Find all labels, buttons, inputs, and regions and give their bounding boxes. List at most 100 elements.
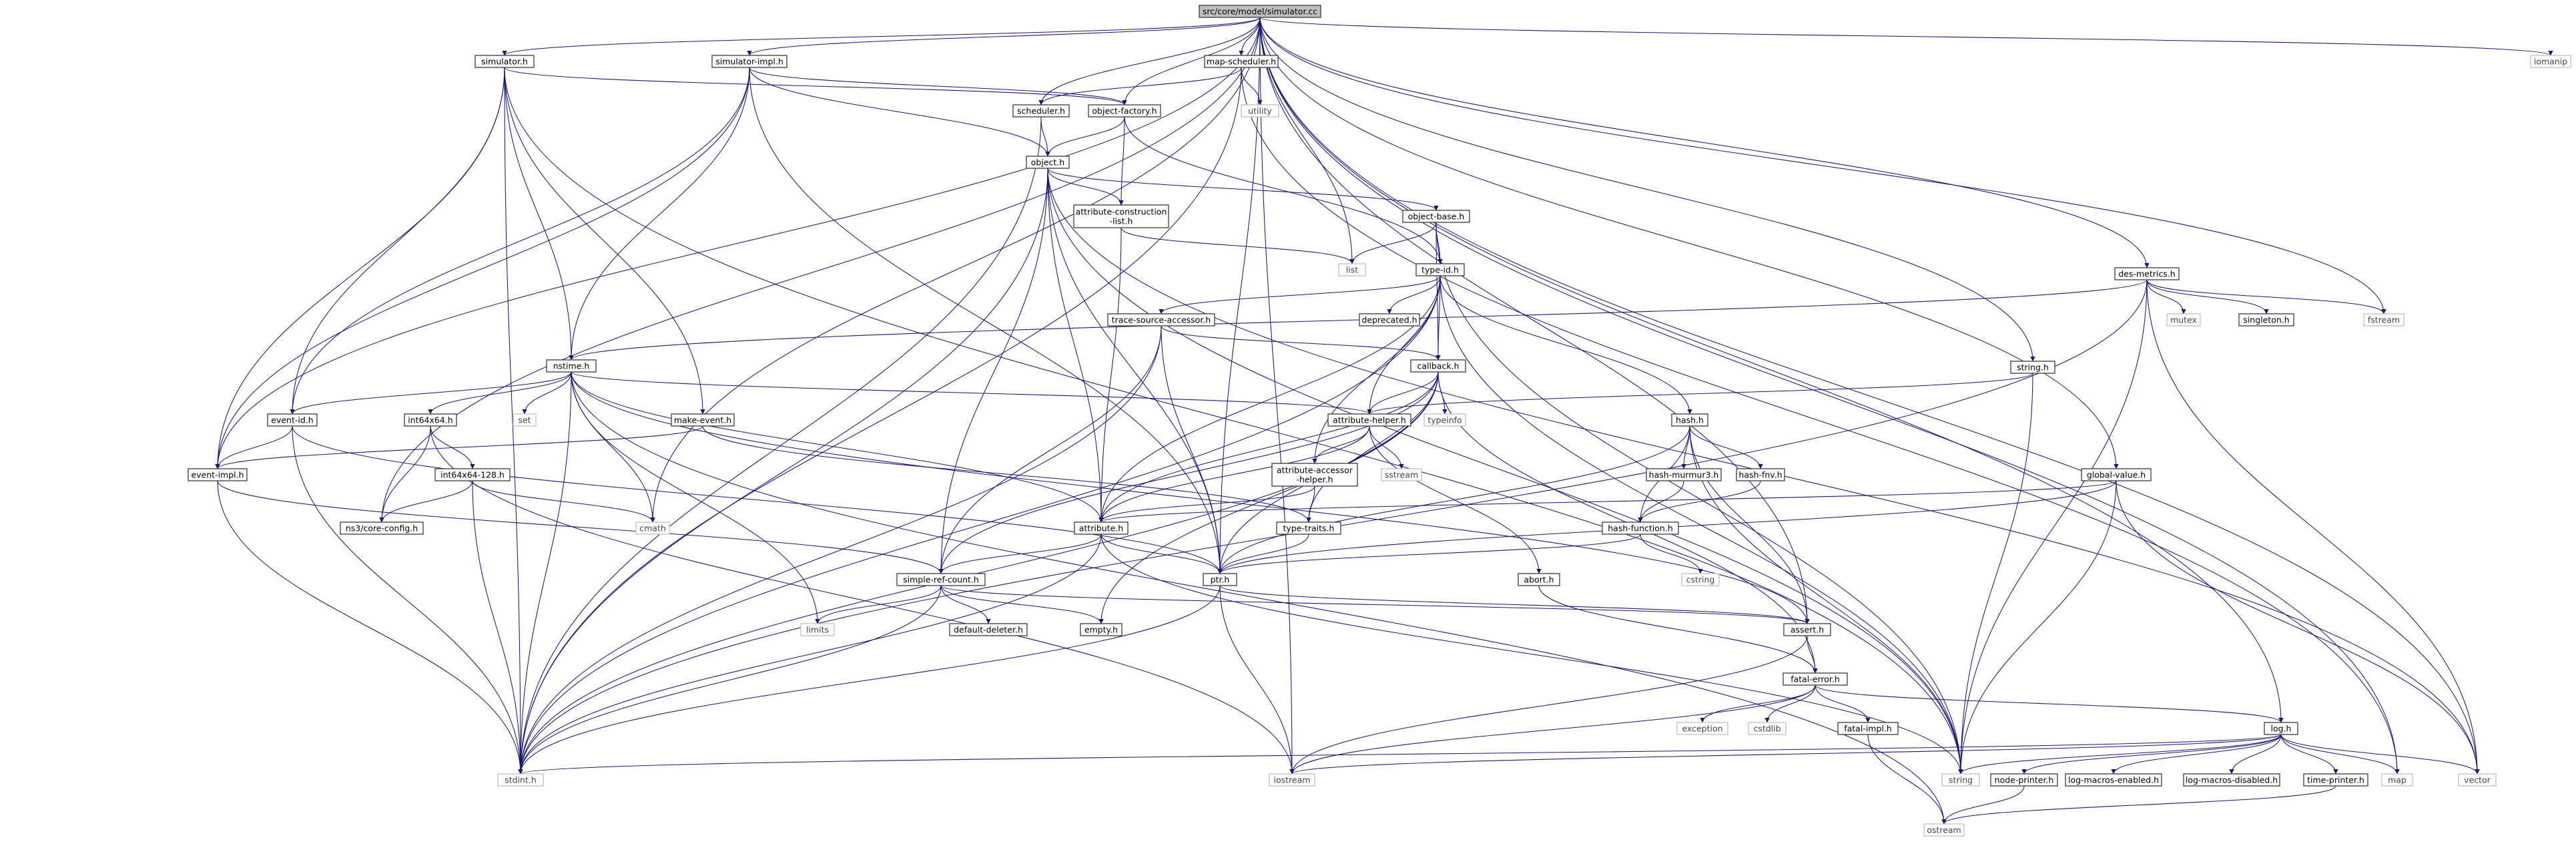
node-box <box>1423 413 1466 427</box>
node-object-factory-h[interactable]: object-factory.h <box>1088 104 1161 118</box>
edge-int64x64_128_h-to-stdint_h <box>472 480 523 775</box>
node-nstime-h[interactable]: nstime.h <box>546 359 597 373</box>
edge-nstime_h-to-set <box>522 371 572 415</box>
node-box <box>1012 104 1070 118</box>
node-label: assert.h <box>1791 625 1824 635</box>
node-label: attribute-helper.h <box>1333 415 1406 425</box>
edge-type_id_h-to-attribute_h <box>1098 275 1441 523</box>
node-log-macros-disabled-h[interactable]: log-macros-disabled.h <box>2183 773 2280 787</box>
node-label: fstream <box>2368 315 2400 325</box>
node-label: time-printer.h <box>2307 775 2364 785</box>
node-simulator-h[interactable]: simulator.h <box>474 55 535 68</box>
node-map-scheduler-h[interactable]: map-scheduler.h <box>1204 55 1279 68</box>
node-label: attribute-construction <box>1076 207 1167 217</box>
node-empty-h[interactable]: empty.h <box>1080 623 1122 636</box>
edge-ptr_h-to-iostream <box>1219 585 1295 775</box>
node-attr-construction-list-h[interactable]: attribute-construction-list.h <box>1073 204 1169 228</box>
node-attribute-h[interactable]: attribute.h <box>1074 521 1129 535</box>
edge-attribute_h-to-string <box>1100 534 1963 775</box>
node-event-impl-h[interactable]: event-impl.h <box>188 468 248 481</box>
node-box <box>1204 55 1279 68</box>
edge-root-to-vector <box>1259 17 2480 775</box>
edge-nstime_h-to-int64x64_h <box>428 371 572 415</box>
node-map: map <box>2381 773 2413 787</box>
node-mutex: mutex <box>2166 313 2201 327</box>
node-label: typeinfo <box>1427 415 1462 425</box>
node-box <box>2183 773 2280 787</box>
edge-nstime_h-to-attribute_helper_h <box>571 371 1372 415</box>
node-time-printer-h[interactable]: time-printer.h <box>2303 773 2368 787</box>
node-int64x64-128-h[interactable]: int64x64-128.h <box>434 468 511 481</box>
edge-simulator_h-to-object_factory_h <box>504 67 1127 106</box>
edge-object_factory_h-to-object_h <box>1045 116 1125 157</box>
edge-attribute_helper_h-to-attr_accessor_helper_h <box>1312 425 1370 464</box>
node-label: limits <box>806 625 829 635</box>
node-box <box>800 623 835 636</box>
node-box <box>1518 573 1560 586</box>
node-ns3core-config-h[interactable]: ns3/core-config.h <box>340 521 424 535</box>
node-iostream: iostream <box>1269 773 1315 787</box>
node-box <box>1676 722 1728 735</box>
edge-log_h-to-node_printer_h <box>2021 734 2282 775</box>
node-log-macros-enabled-h[interactable]: log-macros-enabled.h <box>2065 773 2162 787</box>
node-attr-accessor-helper-h[interactable]: attribute-accessor-helper.h <box>1271 463 1358 487</box>
node-callback-h[interactable]: callback.h <box>1410 359 1466 373</box>
edge-attribute_h-to-stdint_h <box>518 534 1102 775</box>
node-abort-h[interactable]: abort.h <box>1518 573 1560 586</box>
node-box <box>1276 521 1341 535</box>
edge-log_h-to-iostream <box>1289 734 2282 775</box>
edge-object_h-to-attr_construction_list_h <box>1047 168 1124 206</box>
node-box <box>1402 210 1470 223</box>
edge-type_traits_h-to-ptr_h <box>1217 534 1309 574</box>
edge-hash_h-to-string <box>1689 425 1963 775</box>
node-int64x64-h[interactable]: int64x64.h <box>404 413 457 427</box>
node-scheduler-h[interactable]: scheduler.h <box>1012 104 1070 118</box>
node-root[interactable]: src/core/model/simulator.cc <box>1199 5 1321 18</box>
edge-object_h-to-object_base_h <box>1047 168 1439 211</box>
node-default-deleter-h[interactable]: default-deleter.h <box>949 623 1028 636</box>
node-type-traits-h[interactable]: type-traits.h <box>1276 521 1341 535</box>
edge-callback_h-to-empty_h <box>1098 371 1439 624</box>
node-simple-ref-count-h[interactable]: simple-ref-count.h <box>896 573 986 586</box>
edge-type_id_h-to-attribute_helper_h <box>1367 275 1441 415</box>
node-simulator-impl-h[interactable]: simulator-impl.h <box>711 55 787 68</box>
node-des-metrics-h[interactable]: des-metrics.h <box>2114 267 2180 280</box>
node-hash-function-h[interactable]: hash-function.h <box>1602 521 1679 535</box>
edge-nstime_h-to-limits <box>571 371 820 624</box>
node-make-event-h[interactable]: make-event.h <box>671 413 735 427</box>
node-trace-source-accessor-h[interactable]: trace-source-accessor.h <box>1107 313 1215 327</box>
node-ostream: ostream <box>1923 823 1965 837</box>
node-box <box>1073 204 1169 228</box>
node-hash-fnv-h[interactable]: hash-fnv.h <box>1736 468 1785 481</box>
node-label: utility <box>1248 106 1272 116</box>
edge-string_h-to-attribute_helper_h <box>1367 373 2033 415</box>
node-label: type-traits.h <box>1283 523 1335 534</box>
edge-make_event_h-to-event_impl_h <box>215 425 703 469</box>
node-attribute-helper-h[interactable]: attribute-helper.h <box>1327 413 1411 427</box>
node-deprecated-h[interactable]: deprecated.h <box>1359 313 1420 327</box>
node-assert-h[interactable]: assert.h <box>1783 623 1831 636</box>
edge-simulator_h-to-event_id_h <box>290 67 505 415</box>
node-box <box>635 521 670 535</box>
edge-root-to-cmath <box>650 17 1261 523</box>
node-fatal-error-h[interactable]: fatal-error.h <box>1783 672 1848 686</box>
node-box <box>1837 722 1899 735</box>
node-event-id-h[interactable]: event-id.h <box>267 413 318 427</box>
node-singleton-h[interactable]: singleton.h <box>2238 313 2294 327</box>
node-node-printer-h[interactable]: node-printer.h <box>1990 773 2058 787</box>
node-object-h[interactable]: object.h <box>1026 156 1070 169</box>
edge-root-to-assert_h <box>1259 17 1810 624</box>
node-box <box>513 413 537 427</box>
node-fatal-impl-h[interactable]: fatal-impl.h <box>1837 722 1899 735</box>
edge-callback_h-to-typeinfo <box>1437 371 1447 415</box>
node-global-value-h[interactable]: global-value.h <box>2081 468 2152 481</box>
node-type-id-h[interactable]: type-id.h <box>1415 263 1465 276</box>
node-hash-murmur3-h[interactable]: hash-murmur3.h <box>1646 468 1722 481</box>
node-string-h[interactable]: string.h <box>2010 361 2055 374</box>
node-hash-h[interactable]: hash.h <box>1671 413 1708 427</box>
node-ptr-h[interactable]: ptr.h <box>1203 573 1237 586</box>
node-label: nstime.h <box>553 361 590 371</box>
node-log-h[interactable]: log.h <box>2264 722 2298 735</box>
node-label: cmath <box>639 523 666 534</box>
node-object-base-h[interactable]: object-base.h <box>1402 210 1470 223</box>
